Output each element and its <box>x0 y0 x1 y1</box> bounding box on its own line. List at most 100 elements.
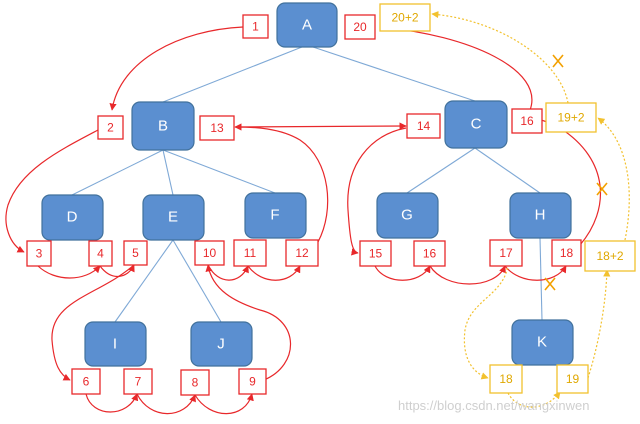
red-label-text: 4 <box>97 247 104 261</box>
red-label-text: 5 <box>132 246 139 260</box>
path-6-to-7 <box>85 393 139 413</box>
yellow-path-18p2-to-19p2 <box>597 117 630 241</box>
node-label: J <box>217 336 225 353</box>
path-12-to-13 <box>234 123 329 243</box>
red-label-text: 9 <box>249 375 256 389</box>
yellow-label-18-plus-2: 18+2 <box>584 240 636 272</box>
node-j: J <box>190 321 253 367</box>
red-label-10: 10 <box>194 240 225 266</box>
node-label: I <box>113 336 117 353</box>
red-label-2: 2 <box>97 115 124 140</box>
red-label-11: 11 <box>233 239 267 267</box>
yellow-label-text: 18 <box>499 372 513 386</box>
node-label: G <box>401 207 413 224</box>
red-label-20: 20 <box>344 14 376 40</box>
yellow-label-20-plus-2: 20+2 <box>379 3 431 32</box>
edge-e-j <box>172 239 222 323</box>
edge-c-h <box>474 147 541 194</box>
red-label-13: 13 <box>199 115 235 141</box>
yellow-label-18: 18 <box>489 364 523 394</box>
red-label-8: 8 <box>180 369 210 396</box>
edge-a-b <box>162 44 308 103</box>
yellow-label-text: 19 <box>566 372 580 386</box>
red-label-16: 16 <box>413 240 446 267</box>
node-label: H <box>535 207 546 224</box>
red-label-text: 16 <box>423 247 437 261</box>
red-label-text: 1 <box>252 20 259 34</box>
yellow-labels: 20+2 19+2 18+2 18 19 <box>379 3 636 394</box>
path-5-to-6 <box>51 264 135 381</box>
node-h: H <box>509 192 572 239</box>
edge-b-d <box>71 149 164 196</box>
red-label-9: 9 <box>238 368 267 395</box>
node-c: C <box>444 100 508 149</box>
red-label-text: 10 <box>203 246 217 260</box>
red-label-18: 18 <box>551 239 582 267</box>
red-label-14: 14 <box>406 113 441 139</box>
red-label-17: 17 <box>489 239 523 267</box>
strike-mark <box>544 277 556 291</box>
path-15-to-16 <box>374 265 431 281</box>
yellow-dotted-paths <box>431 10 630 408</box>
red-label-4: 4 <box>88 240 113 267</box>
red-label-text: 8 <box>192 376 199 390</box>
yellow-path-19p2-to-20p2 <box>431 10 569 104</box>
node-label: F <box>270 207 279 224</box>
path-13-to-14 <box>235 122 407 130</box>
red-label-text: 15 <box>369 247 383 261</box>
path-7-to-8 <box>136 393 196 415</box>
red-label-text: 16 <box>520 114 534 128</box>
red-label-text: 2 <box>107 121 114 135</box>
node-label: D <box>67 209 78 226</box>
red-label-text: 6 <box>83 375 90 389</box>
path-4-to-5 <box>99 264 135 277</box>
red-label-16-c: 16 <box>511 108 543 134</box>
path-11-to-12 <box>247 265 301 281</box>
path-3-to-4 <box>37 265 101 279</box>
node-label: K <box>537 334 547 351</box>
yellow-path-19-to-18p2 <box>587 269 611 379</box>
yellow-label-text: 18+2 <box>596 249 623 263</box>
edge-a-c <box>306 44 476 102</box>
node-e: E <box>142 194 205 241</box>
tree-nodes: A B C D E F G H <box>41 2 574 367</box>
node-label: A <box>302 17 312 34</box>
path-1-to-2 <box>109 26 244 111</box>
red-traversal-paths <box>5 23 602 415</box>
yellow-label-text: 19+2 <box>557 111 584 125</box>
path-2-to-3 <box>5 129 99 253</box>
node-label: C <box>471 116 482 133</box>
red-label-text: 13 <box>210 121 224 135</box>
edge-e-i <box>114 239 174 323</box>
red-label-15: 15 <box>359 240 392 267</box>
yellow-label-19: 19 <box>556 364 589 394</box>
red-label-text: 3 <box>36 247 43 261</box>
red-label-text: 17 <box>499 246 513 260</box>
red-label-text: 11 <box>244 246 257 260</box>
node-i: I <box>84 321 147 367</box>
path-17-to-18 <box>504 265 567 281</box>
yellow-path-18-to-19 <box>507 391 561 408</box>
strike-mark <box>552 54 564 68</box>
path-9-to-10 <box>205 264 292 381</box>
edge-b-e <box>162 149 174 196</box>
tree-edges <box>71 44 543 323</box>
path-19-to-20 <box>379 23 533 111</box>
node-f: F <box>244 192 307 239</box>
path-16-to-17 <box>429 265 506 285</box>
edge-c-g <box>406 147 476 194</box>
red-label-12: 12 <box>285 239 319 267</box>
node-a: A <box>276 2 338 48</box>
red-label-5: 5 <box>123 240 148 266</box>
red-label-text: 20 <box>353 20 367 34</box>
node-label: E <box>168 209 178 226</box>
red-labels: 1 20 2 13 14 16 3 4 5 10 11 12 15 16 17 … <box>26 14 582 396</box>
red-label-text: 7 <box>135 375 142 389</box>
path-8-to-9 <box>194 393 254 415</box>
red-label-7: 7 <box>123 368 153 395</box>
red-label-3: 3 <box>26 240 52 267</box>
node-g: G <box>376 192 439 239</box>
edge-h-k <box>539 237 543 321</box>
path-14-to-15 <box>347 127 407 256</box>
